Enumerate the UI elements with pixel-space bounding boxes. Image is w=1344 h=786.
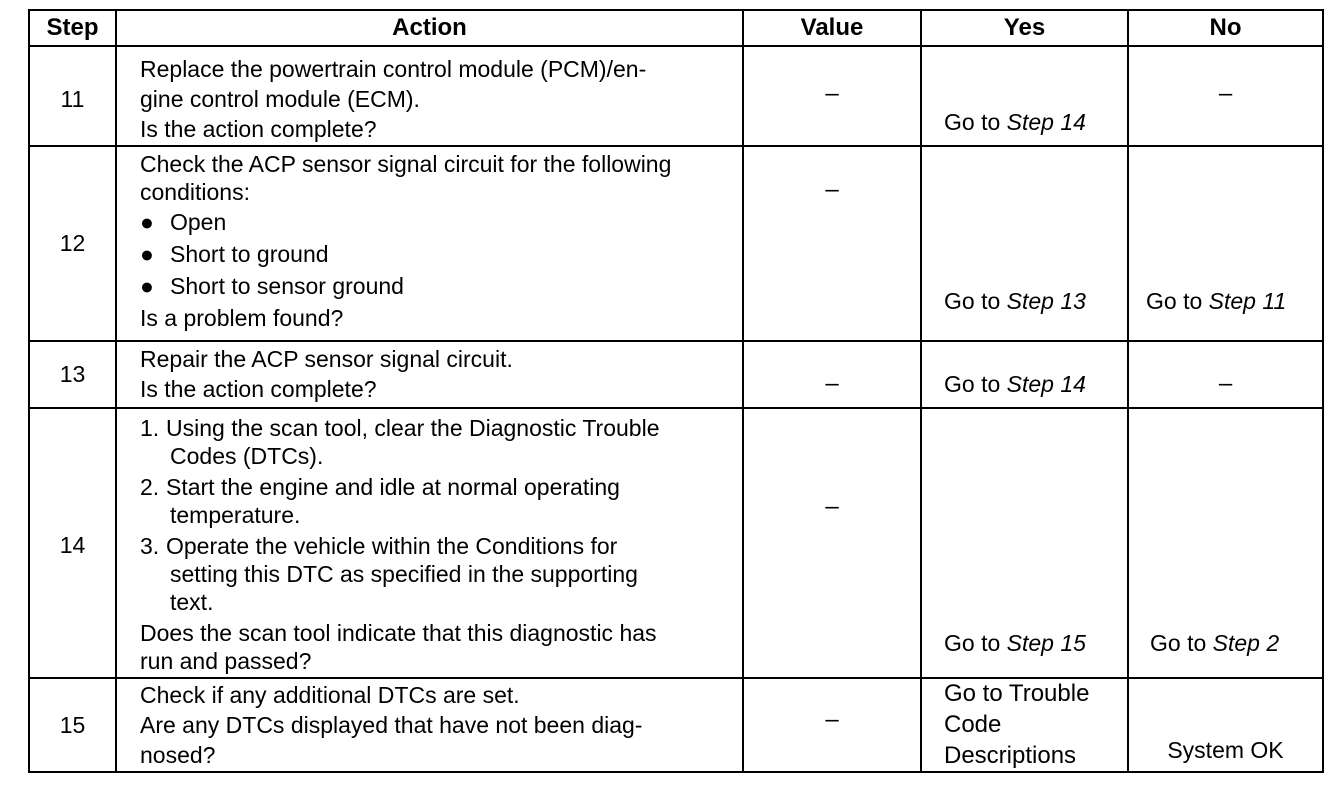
numbered-item: 2.Start the engine and idle at normal op… — [140, 474, 620, 528]
action-line: Check if any additional DTCs are set. — [140, 682, 520, 708]
yes-prefix: Go to — [944, 288, 1007, 314]
column-divider — [920, 9, 922, 773]
value-dash: – — [825, 706, 839, 733]
item-number: 2. — [140, 474, 160, 500]
bullet-item: ●Open — [140, 206, 740, 238]
action-question: Is the action complete? — [140, 116, 377, 142]
bullet-item: ●Short to ground — [140, 238, 740, 270]
table-border-top — [28, 9, 1324, 11]
column-divider — [742, 9, 744, 773]
no-prefix: Go to — [1150, 630, 1213, 656]
step-link[interactable]: Step 13 — [1006, 288, 1086, 314]
step-link[interactable]: Step 14 — [1006, 371, 1086, 397]
yes-link[interactable]: Go to Step 14 — [944, 369, 1124, 399]
value-dash: – — [825, 80, 839, 107]
action-text: Replace the powertrain control module (P… — [140, 54, 740, 144]
item-number: 3. — [140, 533, 160, 559]
no-link[interactable]: Go to Step 2 — [1150, 628, 1320, 658]
yes-prefix: Go to — [944, 371, 1007, 397]
action-question: nosed? — [140, 742, 216, 768]
header-no: No — [1209, 14, 1242, 41]
step-number: 11 — [60, 86, 85, 112]
yes-link[interactable]: Go to Step 14 — [944, 107, 1124, 137]
yes-link[interactable]: Go to Trouble Code Descriptions — [944, 680, 1090, 769]
yes-link[interactable]: Go to Step 13 — [944, 286, 1124, 316]
action-question: Does the scan tool indicate that this di… — [140, 620, 657, 674]
table-border-right — [1322, 9, 1324, 773]
row-divider — [28, 145, 1324, 147]
yes-prefix: Go to — [944, 109, 1007, 135]
header-divider — [28, 45, 1324, 47]
bullet-icon: ● — [140, 209, 154, 235]
step-link[interactable]: Step 15 — [1006, 630, 1086, 656]
action-question: Is the action complete? — [140, 376, 377, 402]
no-prefix: Go to — [1146, 288, 1209, 314]
header-yes: Yes — [1003, 14, 1046, 41]
action-line: Check the ACP sensor signal circuit for … — [140, 151, 672, 177]
yes-link[interactable]: Go to Step 15 — [944, 628, 1124, 658]
no-dash: – — [1218, 80, 1233, 107]
value-dash: – — [825, 370, 839, 397]
header-action: Action — [392, 14, 467, 41]
column-divider — [115, 9, 117, 773]
bullet-item: ●Short to sensor ground — [140, 270, 740, 302]
table-border-left — [28, 9, 30, 773]
row-divider — [28, 340, 1324, 342]
header-value: Value — [800, 14, 864, 41]
value-dash: – — [825, 176, 839, 203]
step-number: 15 — [59, 712, 86, 738]
value-dash: – — [825, 493, 839, 520]
table-border-bottom — [28, 771, 1324, 773]
numbered-item: 3.Operate the vehicle within the Conditi… — [140, 533, 638, 615]
step-link[interactable]: Step 14 — [1006, 109, 1086, 135]
action-text: Check if any additional DTCs are set. Ar… — [140, 680, 740, 770]
no-dash: – — [1218, 370, 1233, 397]
row-divider — [28, 677, 1324, 679]
step-number: 13 — [59, 361, 86, 387]
step-number: 14 — [59, 532, 86, 558]
no-link[interactable]: Go to Step 11 — [1146, 286, 1321, 316]
step-link[interactable]: Step 2 — [1212, 630, 1280, 656]
yes-prefix: Go to — [944, 630, 1007, 656]
action-question: Are any DTCs displayed that have not bee… — [140, 712, 643, 738]
numbered-item: 1.Using the scan tool, clear the Diagnos… — [140, 415, 660, 469]
column-divider — [1127, 9, 1129, 773]
step-number: 12 — [59, 230, 86, 256]
action-line: Replace the powertrain control module (P… — [140, 56, 647, 82]
action-line: Repair the ACP sensor signal circuit. — [140, 346, 513, 372]
action-text: Repair the ACP sensor signal circuit. Is… — [140, 344, 740, 404]
bullet-icon: ● — [140, 273, 154, 299]
item-number: 1. — [140, 415, 160, 441]
no-result: System OK — [1167, 737, 1284, 763]
step-link[interactable]: Step 11 — [1208, 288, 1287, 314]
action-text: 1.Using the scan tool, clear the Diagnos… — [140, 414, 740, 675]
bullet-icon: ● — [140, 241, 154, 267]
action-text: Check the ACP sensor signal circuit for … — [140, 150, 740, 334]
action-line: gine control module (ECM). — [140, 86, 420, 112]
action-line: conditions: — [140, 179, 250, 205]
action-question: Is a problem found? — [140, 305, 344, 331]
row-divider — [28, 407, 1324, 409]
header-step: Step — [46, 14, 99, 41]
